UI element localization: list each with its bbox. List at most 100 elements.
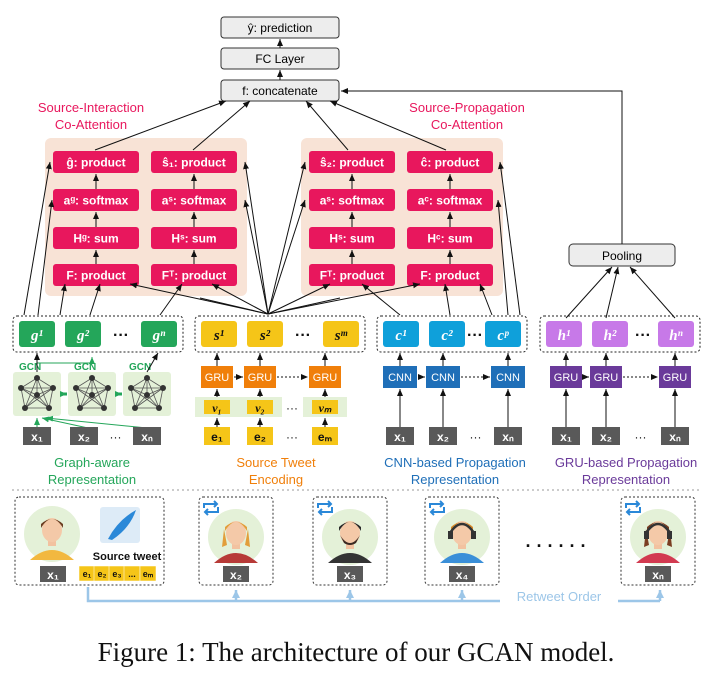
propagation-title-line2: Co-Attention — [431, 117, 503, 132]
retweet-user-card-3: x₃ — [312, 496, 388, 586]
vector-group-s: s¹ s² sᵐ ··· — [194, 315, 366, 353]
vector-group-c: c¹ c² cᵖ ··· — [376, 315, 528, 353]
retweet-user-label-5: xₙ — [652, 568, 664, 582]
graph-caption-line2: Representation — [48, 472, 136, 487]
graph-caption-line1: Graph-aware — [54, 455, 130, 470]
vector-label-s-0: s¹ — [213, 328, 224, 344]
propagation-title-line1: Source-Propagation — [409, 100, 525, 115]
vector-dots-c: ··· — [467, 327, 483, 344]
retweet-icon — [203, 500, 219, 516]
source-token-4: eₘ — [143, 569, 154, 579]
source-v-0: v₁ — [195, 397, 239, 417]
source-e-label-1: e₂ — [254, 430, 266, 444]
graph-x-1: x₂ — [70, 427, 98, 445]
ellipsis-users: · · · · · · — [526, 536, 587, 556]
vector-s-2: sᵐ — [323, 321, 359, 347]
prop-x-2: xₙ — [661, 427, 689, 445]
source-e-1: e₂ — [247, 427, 273, 445]
source-caption-line2: Encoding — [249, 472, 303, 487]
attn-label-hs1: Hˢ: sum — [171, 232, 216, 246]
attn-box-as1: aˢ: softmax — [151, 189, 237, 211]
vector-c-2: cᵖ — [485, 321, 521, 347]
vector-c-1: c² — [429, 321, 465, 347]
vector-s-0: s¹ — [201, 321, 237, 347]
prediction-label: ŷ: prediction — [248, 21, 313, 35]
attn-label-ag: aᵍ: softmax — [64, 194, 129, 208]
source-v-1: v₂ — [238, 397, 282, 417]
source-token-0: e₁ — [83, 569, 92, 579]
prop-gru-label-0: GRU — [554, 372, 579, 384]
retweet-order-arrows — [86, 587, 664, 603]
cnn-caption-line2: Representation — [411, 472, 499, 487]
cnn-x-1: x₂ — [429, 427, 457, 445]
concatenate-box: f: concatenate — [220, 79, 340, 102]
retweet-user-card-5: xₙ — [620, 496, 696, 586]
gcn-block-0: GCN — [13, 362, 61, 416]
vector-dots-s: ··· — [295, 327, 311, 344]
fan-lines — [23, 161, 676, 319]
concat-arrows — [94, 100, 447, 151]
attn-box-hc: Hᶜ: sum — [407, 227, 493, 249]
gcn-block-1: GCN — [68, 362, 116, 416]
retweet-user-label-2: x₂ — [230, 568, 242, 582]
retweet-icon — [317, 500, 333, 516]
source-e-2: eₘ — [312, 427, 338, 445]
vector-label-c-2: cᵖ — [497, 328, 509, 344]
vector-label-h-0: h¹ — [558, 328, 571, 344]
fc-layer-label: FC Layer — [255, 52, 304, 66]
prop-gru-label-2: GRU — [663, 372, 688, 384]
attn-box-chat: ĉ: product — [407, 151, 493, 173]
attn-label-as2: aˢ: softmax — [320, 194, 385, 208]
source-e-0: e₁ — [204, 427, 230, 445]
attn-label-f2: F: product — [420, 269, 479, 283]
attn-label-f1: F: product — [66, 269, 125, 283]
graph-x-2: xₙ — [133, 427, 161, 445]
cnn-label-1: CNN — [431, 372, 455, 384]
quill-icon — [108, 510, 136, 540]
gcn-label-2: GCN — [129, 362, 151, 373]
source-gru-2: GRU — [309, 366, 341, 388]
source-gru-1: GRU — [244, 366, 276, 388]
vector-label-c-0: c¹ — [395, 328, 406, 344]
source-v-dots: ··· — [286, 401, 298, 415]
figure-caption: Figure 1: The architecture of our GCAN m… — [98, 637, 615, 667]
attn-box-hg: Hᵍ: sum — [53, 227, 139, 249]
graph-x-label-2: xₙ — [141, 430, 153, 444]
cnn-block-2: CNN — [491, 366, 525, 388]
source-gru-label-2: GRU — [313, 372, 338, 384]
attn-box-ft2: Fᵀ: product — [309, 264, 395, 286]
prop-x-label-1: x₂ — [600, 430, 612, 444]
attn-label-as1: aˢ: softmax — [162, 194, 227, 208]
interaction-title-line2: Co-Attention — [55, 117, 127, 132]
vector-label-s-2: sᵐ — [334, 328, 348, 344]
attn-label-hc: Hᶜ: sum — [427, 232, 472, 246]
source-token-2: e₃ — [112, 569, 121, 579]
cnn-label-2: CNN — [496, 372, 520, 384]
gcn-block-2: GCN — [123, 362, 171, 416]
vector-label-g-2: gⁿ — [152, 328, 167, 344]
vector-label-h-2: hⁿ — [669, 328, 683, 344]
attn-box-f2: F: product — [407, 264, 493, 286]
source-gru-label-1: GRU — [248, 372, 273, 384]
prop-x-label-0: x₁ — [560, 430, 572, 444]
vector-g-0: g¹ — [19, 321, 55, 347]
vector-label-s-1: s² — [259, 328, 271, 344]
prop-gru-2: GRU — [659, 366, 691, 388]
fc-layer-box: FC Layer — [220, 47, 340, 70]
source-token-1: e₂ — [97, 569, 106, 579]
vector-h-2: hⁿ — [658, 321, 694, 347]
cnn-block-1: CNN — [426, 366, 460, 388]
retweet-user-card-2: x₂ — [198, 496, 274, 586]
cnn-block-0: CNN — [383, 366, 417, 388]
cnn-x-label-2: xₙ — [502, 430, 514, 444]
attn-label-chat: ĉ: product — [421, 156, 480, 170]
source-token-3: ... — [128, 569, 136, 579]
prop-x-0: x₁ — [552, 427, 580, 445]
